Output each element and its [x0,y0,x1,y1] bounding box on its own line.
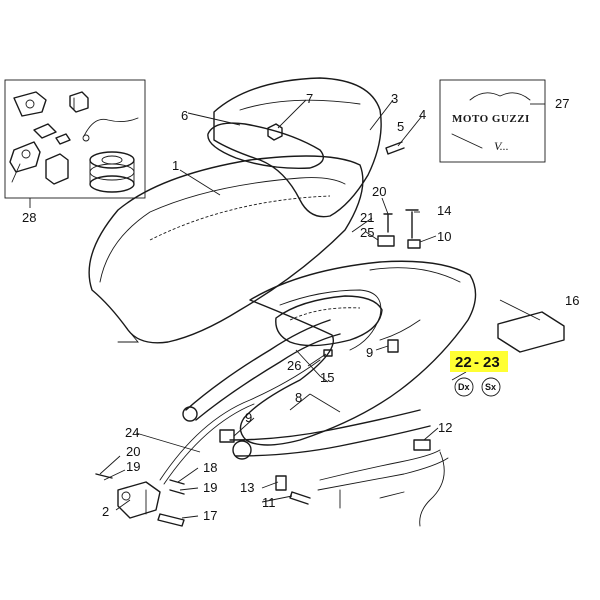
callout-12: 12 [438,420,452,435]
callout-leaders [29,99,545,519]
brand-logo-text: MOTO GUZZI [452,113,530,125]
callout-21: 21 [360,210,374,225]
rear-tail-fairing-part [239,260,477,446]
rubber-pad-7 [267,123,283,141]
ignition-lock-part [9,91,71,185]
callout-20-lower: 20 [126,444,140,459]
callout-4: 4 [419,107,426,122]
callout-5: 5 [397,119,404,134]
screw-11 [289,491,311,505]
callout-23: 23 [483,354,500,371]
callout-dash: - [474,354,479,371]
rear-subframe-part [182,319,431,460]
passenger-seat-hump-part [213,77,382,218]
callout-16: 16 [565,293,579,308]
callout-3: 3 [391,91,398,106]
model-signature-decal: V... [494,139,509,153]
seat-cover-16-part [497,311,565,353]
spacer-10 [407,239,421,249]
inset-decals: MOTO GUZZI V... [439,79,546,163]
callout-9-upper: 9 [366,345,373,360]
bracket-25 [377,235,395,247]
grommet-13 [275,475,287,491]
hardware-parts [95,123,421,527]
screw-18-19 [169,479,185,495]
screw-5 [385,141,405,155]
inset-lock-kit-frame [4,79,146,199]
callout-8: 8 [295,390,302,405]
callout-19-right: 19 [203,480,217,495]
inset-lock-kit [4,79,146,199]
storage-tray-part [275,295,383,347]
callout-11: 11 [262,495,276,510]
callout-19-left: 19 [126,459,140,474]
seat-lock-part [117,481,161,519]
highlighted-callout-22-23: 22 - 23 Dx Sx [450,351,508,397]
callout-22: 22 [455,354,472,371]
seat-release-cable-part [159,359,321,485]
bolt-14 [405,209,419,239]
callout-28: 28 [22,210,36,225]
callout-18: 18 [203,460,217,475]
callout-7: 7 [306,91,313,106]
eagle-wings-logo [469,92,531,101]
callout-9-lower: 9 [245,410,252,425]
highlight-marker [450,351,508,372]
grab-pad-part [207,122,324,169]
callout-26: 26 [287,358,301,373]
badge-sx-circle [481,377,501,397]
pinstripe-decal [451,133,483,149]
clip-26 [323,349,333,357]
callout-20-upper: 20 [372,184,386,199]
callout-14: 14 [437,203,451,218]
bolt-20 [383,213,393,233]
badge-dx-circle [454,377,474,397]
spacer-9-upper [387,339,399,353]
callout-24: 24 [125,425,139,440]
callout-labels: 1 2 3 4 5 6 7 8 9 9 10 11 12 13 14 15 16… [22,91,579,523]
release-cable-part [82,117,139,142]
badge-sx: Sx [485,382,496,392]
wiring-harness-part [317,439,449,527]
rider-seat-part [88,155,364,344]
callout-13: 13 [240,480,254,495]
seat-latch-part [69,91,89,113]
bracket-17 [157,513,185,527]
callout-1: 1 [172,158,179,173]
callout-6: 6 [181,108,188,123]
callout-17: 17 [203,508,217,523]
spacer-9-lower [219,429,235,443]
callout-27: 27 [555,96,569,111]
callout-10: 10 [437,229,451,244]
inset-decals-frame [439,79,546,163]
callout-25: 25 [360,225,374,240]
callout-2: 2 [102,504,109,519]
spring-drum-part [89,151,135,193]
badge-dx: Dx [458,382,470,392]
callout-15: 15 [320,370,334,385]
